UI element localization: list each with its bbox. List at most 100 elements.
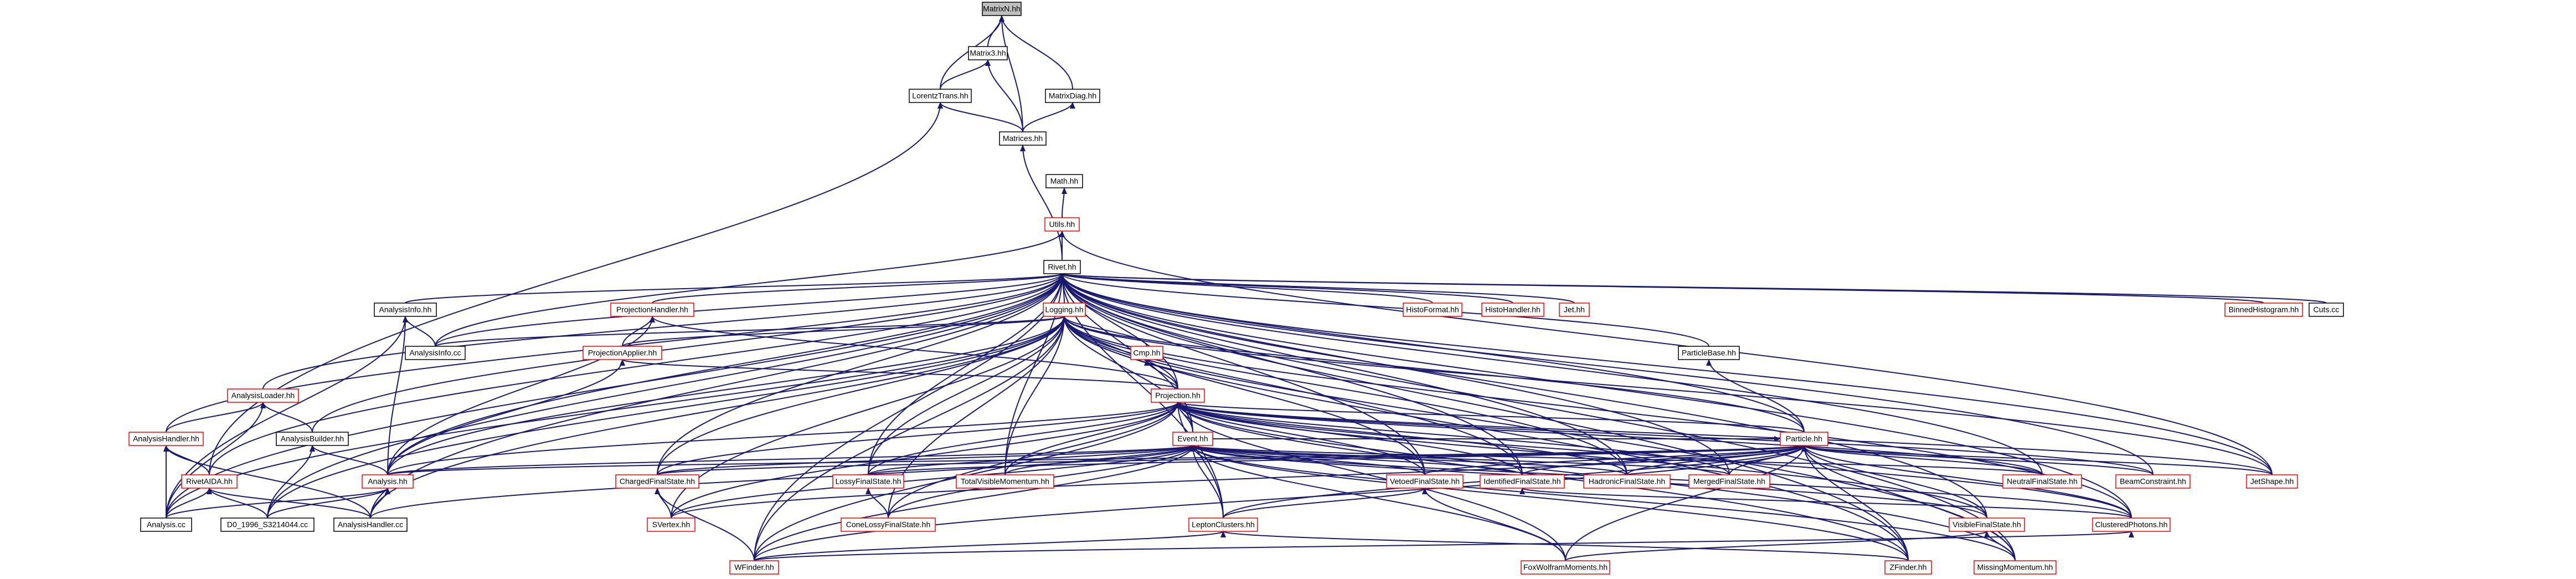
node-histohandler[interactable]: HistoHandler.hh [1481,303,1544,317]
node-histoformat[interactable]: HistoFormat.hh [1403,303,1462,317]
node-cutscc[interactable]: Cuts.cc [2309,303,2344,317]
edge-jetshape-to-rivet [1059,273,2273,475]
node-label-visiblefinalstate: VisibleFinalState.hh [1952,520,2021,529]
node-analysisinfocc[interactable]: AnalysisInfo.cc [405,346,466,360]
node-projectionapplier[interactable]: ProjectionApplier.hh [583,346,662,360]
node-utils[interactable]: Utils.hh [1044,217,1080,232]
edge-matrices-to-matrixdiag [1022,102,1075,132]
node-box-cutscc [2309,303,2344,317]
node-totalvisiblemomentum[interactable]: TotalVisibleMomentum.hh [956,474,1054,489]
node-leptonclusters[interactable]: LeptonClusters.hh [1188,517,1258,532]
edge-particle-to-particlebase [1706,359,1805,433]
edge-foxwolfram-to-projection [1175,402,1566,561]
node-cmp[interactable]: Cmp.hh [1130,346,1163,360]
node-label-matrix3: Matrix3.hh [970,49,1006,58]
node-math[interactable]: Math.hh [1045,174,1083,188]
node-neutralfinalstate[interactable]: NeutralFinalState.hh [2002,474,2082,489]
node-label-chargedfinalstate: ChargedFinalState.hh [620,477,695,486]
node-mergedfinalstate[interactable]: MergedFinalState.hh [1688,474,1770,489]
edge-analysishandlercc-to-rivet [370,273,1065,519]
node-rivet[interactable]: Rivet.hh [1043,260,1081,274]
node-label-lorentztrans: LorentzTrans.hh [912,91,968,100]
node-svertex[interactable]: SVertex.hh [647,517,695,532]
node-box-math [1045,174,1083,188]
node-zfinder[interactable]: ZFinder.hh [1884,560,1932,575]
node-box-projectionhandler [610,303,694,317]
node-missingmomentum[interactable]: MissingMomentum.hh [1974,560,2057,575]
node-box-histohandler [1481,303,1544,317]
node-particle[interactable]: Particle.hh [1780,432,1828,446]
node-box-analysisloader [227,388,299,403]
edge-analysishandlerh-to-analysisloader [166,402,266,433]
node-analysishandlercc[interactable]: AnalysisHandler.cc [333,517,408,532]
node-lossyfinalstate[interactable]: LossyFinalState.hh [832,474,904,489]
edge-totalvisiblemomentum-to-logging [1004,316,1067,475]
node-conelossyfinalstate[interactable]: ConeLossyFinalState.hh [841,517,936,532]
node-box-rivet [1043,260,1081,274]
node-box-analysisbuilder [276,432,349,446]
node-box-logging [1043,303,1086,317]
node-hadronicfinalstate[interactable]: HadronicFinalState.hh [1583,474,1671,489]
node-particlebase[interactable]: ParticleBase.hh [1678,346,1740,360]
node-analysiscc[interactable]: Analysis.cc [140,517,192,532]
node-foxwolfram[interactable]: FoxWolframMoments.hh [1521,560,1610,575]
edge-cmp-to-logging [1062,316,1147,347]
edge-analysisinfo-to-rivet [405,273,1065,304]
node-beamconstraint[interactable]: BeamConstraint.hh [2115,474,2191,489]
node-box-conelossyfinalstate [841,517,936,532]
node-identifiedfinalstate[interactable]: IdentifiedFinalState.hh [1480,474,1565,489]
edge-chargedfinalstate-to-rivet [657,273,1065,475]
node-analysishandlerh[interactable]: AnalysisHandler.hh [128,432,204,446]
node-analysisbuilder[interactable]: AnalysisBuilder.hh [276,432,349,446]
edge-projection-to-projectionapplier [620,359,1178,390]
node-binnedhistogram[interactable]: BinnedHistogram.hh [2224,303,2303,317]
node-box-matrices [999,131,1047,146]
node-box-matrix3 [968,46,1008,60]
node-matrices[interactable]: Matrices.hh [999,131,1047,146]
edge-foxwolfram-to-vetoedfinalstate [1422,488,1566,561]
node-analysisloader[interactable]: AnalysisLoader.hh [227,388,299,403]
node-jetshape[interactable]: JetShape.hh [2246,474,2298,489]
node-matrix3[interactable]: Matrix3.hh [968,46,1008,60]
node-rivetaida[interactable]: RivetAIDA.hh [181,474,238,489]
node-projectionhandler[interactable]: ProjectionHandler.hh [610,303,694,317]
node-projection[interactable]: Projection.hh [1151,388,1205,403]
node-box-event [1172,432,1213,446]
edge-analysisinfocc-to-rivet [435,273,1065,347]
node-d0cc[interactable]: D0_1996_S3214044.cc [220,517,315,532]
edge-jetshape-to-logging [1062,316,2273,475]
node-analysisinfo[interactable]: AnalysisInfo.hh [374,303,437,317]
node-clusteredphotons[interactable]: ClusteredPhotons.hh [2092,517,2171,532]
node-label-rivet: Rivet.hh [1048,263,1076,271]
node-wfinder[interactable]: WFinder.hh [729,560,779,575]
node-label-analysiscc: Analysis.cc [147,520,186,529]
node-event[interactable]: Event.hh [1172,432,1213,446]
node-jet[interactable]: Jet.hh [1559,303,1590,317]
node-box-neutralfinalstate [2002,474,2082,489]
node-vetoedfinalstate[interactable]: VetoedFinalState.hh [1386,474,1464,489]
node-box-matrixn [982,2,1022,16]
edge-visiblefinalstate-to-projection [1175,402,1987,519]
node-box-jetshape [2246,474,2298,489]
edge-foxwolfram-to-particle [1565,445,1807,561]
edge-wfinder-to-particle [754,445,1807,561]
edge-wfinder-to-logging [754,316,1067,561]
node-label-d0cc: D0_1996_S3214044.cc [227,520,308,529]
edge-analysish-to-analysisbuilder [310,445,388,475]
edge-jet-to-rivet [1059,273,1575,304]
edge-beamconstraint-to-particle [1801,445,2153,475]
node-visiblefinalstate[interactable]: VisibleFinalState.hh [1949,517,2025,532]
node-lorentztrans[interactable]: LorentzTrans.hh [909,89,972,103]
node-box-analysishandlerh [128,432,204,446]
node-box-analysish [362,474,414,489]
edge-zfinder-to-particle [1801,445,1909,561]
node-box-histoformat [1403,303,1462,317]
node-chargedfinalstate[interactable]: ChargedFinalState.hh [615,474,699,489]
edge-wfinder-to-chargedfinalstate [655,488,755,561]
node-analysish[interactable]: Analysis.hh [362,474,414,489]
node-matrixdiag[interactable]: MatrixDiag.hh [1045,89,1100,103]
node-logging[interactable]: Logging.hh [1043,303,1086,317]
node-box-projectionapplier [583,346,662,360]
edge-analysiscc-to-rivet [166,273,1065,519]
edge-wfinder-to-leptonclusters [754,531,1226,561]
